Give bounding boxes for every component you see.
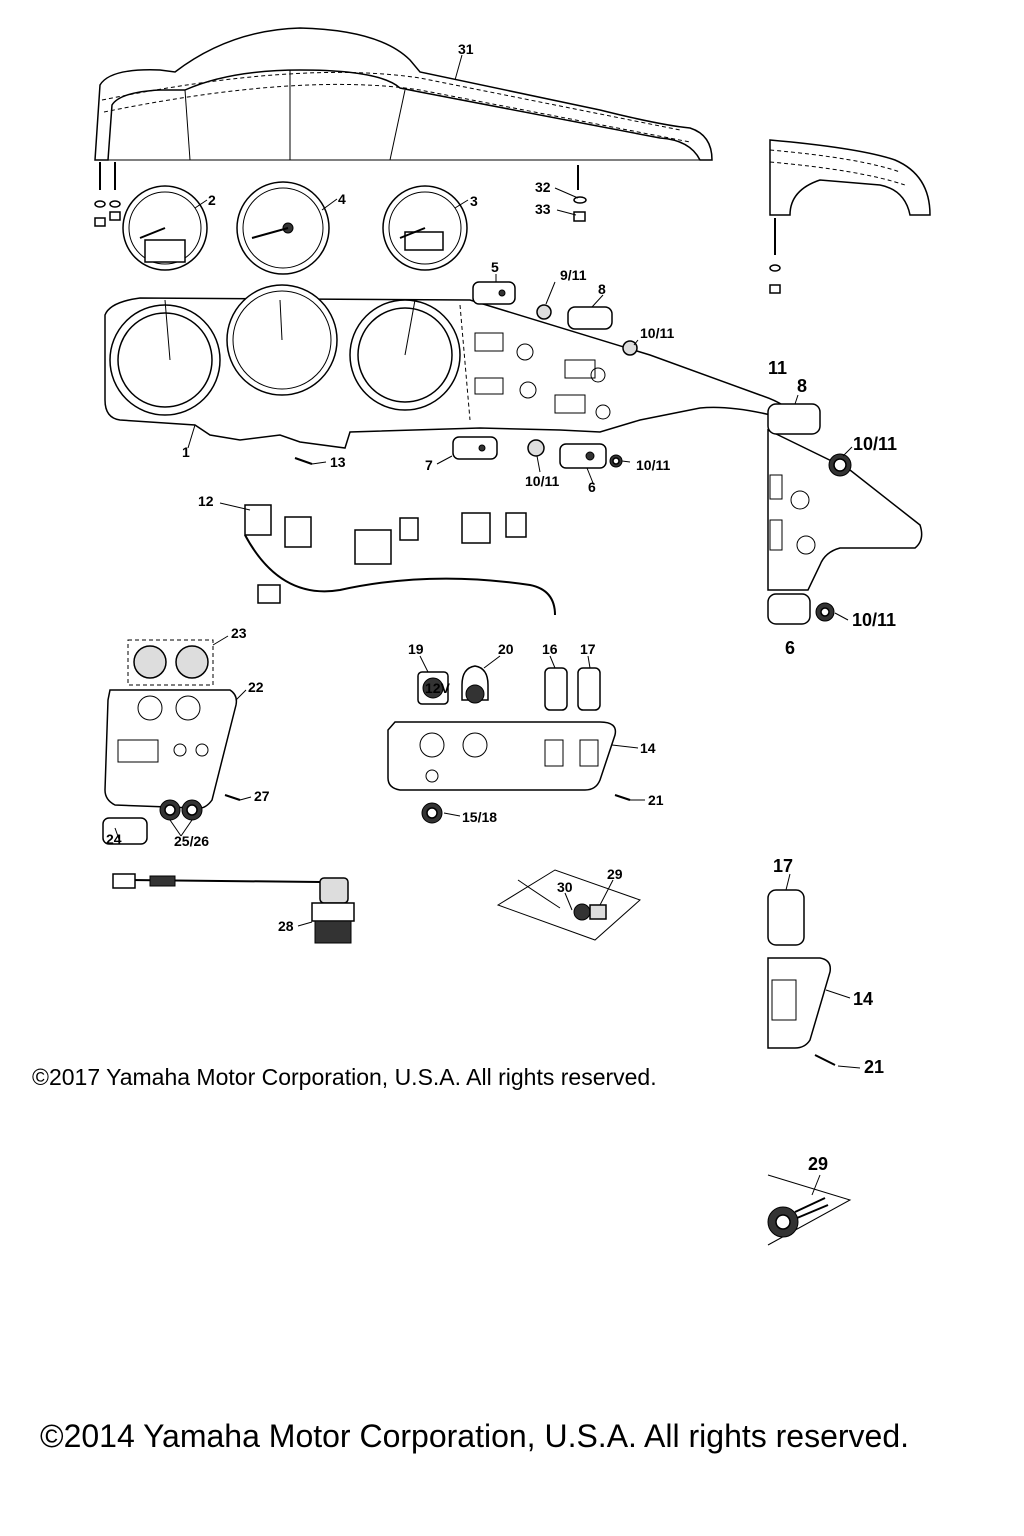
callout-21: 21 <box>648 792 664 808</box>
inset-callout-10-11-a: 10/11 <box>853 434 897 454</box>
callout-27: 27 <box>254 788 270 804</box>
callout-labels: 31 2 4 3 32 33 5 9/11 8 10/11 1 13 7 10/… <box>106 41 897 1174</box>
inset-accessory-detail <box>767 889 836 1066</box>
callout-20: 20 <box>498 641 514 657</box>
part-10-11-plug-b <box>527 439 545 457</box>
callout-7: 7 <box>425 457 433 473</box>
callout-17: 17 <box>580 641 596 657</box>
callout-31: 31 <box>458 41 474 57</box>
inset-panel-detail <box>767 403 923 625</box>
part-9-11-plug <box>536 304 552 320</box>
inset-callout-17: 17 <box>773 856 793 876</box>
callout-13: 13 <box>330 454 346 470</box>
part-15-18-plug <box>421 802 443 824</box>
callout-2: 2 <box>208 192 216 208</box>
callout-9-11: 9/11 <box>560 267 587 283</box>
callout-22: 22 <box>248 679 264 695</box>
part-20-usb-socket <box>461 665 489 704</box>
callout-1: 1 <box>182 444 190 460</box>
callout-30: 30 <box>557 879 573 895</box>
callout-33: 33 <box>535 201 551 217</box>
callout-14: 14 <box>640 740 656 756</box>
callout-10-11-a: 10/11 <box>640 325 674 341</box>
callout-4: 4 <box>338 191 346 207</box>
callout-32: 32 <box>535 179 551 195</box>
leader-lines <box>114 54 861 1196</box>
hardware-washers-nuts <box>94 196 587 227</box>
part-22-switch-panel <box>104 689 238 810</box>
inset-cover-detail <box>769 139 931 294</box>
part-27-screw <box>224 794 241 801</box>
part-14-accessory-panel <box>387 721 617 791</box>
callout-5: 5 <box>491 259 499 275</box>
part-29-30-key-switch-kit <box>496 869 641 941</box>
inset-callout-14: 14 <box>853 989 873 1009</box>
callout-8: 8 <box>598 281 606 297</box>
part-16-rocker-switch <box>544 667 568 711</box>
part-3-multifunction-gauge <box>382 185 468 271</box>
inset-callout-29: 29 <box>808 1154 828 1174</box>
callout-10-11-c: 10/11 <box>636 457 670 473</box>
part-8-switch <box>567 306 613 330</box>
part-25-26-plugs <box>159 799 203 821</box>
copyright-2014: ©2014 Yamaha Motor Corporation, U.S.A. A… <box>40 1418 910 1454</box>
callout-23: 23 <box>231 625 247 641</box>
inset-callout-10-11-b: 10/11 <box>852 610 896 630</box>
callout-19: 19 <box>408 641 424 657</box>
part-21-screw <box>614 794 631 801</box>
inset-callout-21: 21 <box>864 1057 884 1077</box>
part-17-rocker-switch <box>577 667 601 711</box>
part-13-screw <box>294 457 313 465</box>
part-2-tachometer <box>122 185 208 271</box>
part-19-12v-socket: 12V <box>417 671 451 705</box>
part-31-dash-cover <box>94 27 713 190</box>
callout-16: 16 <box>542 641 558 657</box>
copyright-2017: ©2017 Yamaha Motor Corporation, U.S.A. A… <box>32 1064 657 1090</box>
part-10-11-plug-c <box>609 454 623 468</box>
part-7-switch <box>452 436 498 460</box>
inset-callout-11: 11 <box>768 358 787 378</box>
inset-callout-8: 8 <box>797 376 807 396</box>
callout-28: 28 <box>278 918 294 934</box>
callout-6: 6 <box>588 479 596 495</box>
part-10-11-plug-a <box>622 340 638 356</box>
part-4-speedometer <box>236 181 330 275</box>
part-23-gauges-dashed-group <box>127 639 214 686</box>
callout-3: 3 <box>470 193 478 209</box>
part-6-switch <box>559 443 607 469</box>
inset-key-switch-detail <box>767 1174 852 1246</box>
part-5-switch <box>472 281 516 305</box>
socket-12v-mark: 12V <box>425 680 451 696</box>
callout-29: 29 <box>607 866 623 882</box>
callout-24: 24 <box>106 831 122 847</box>
inset-callout-6: 6 <box>785 638 795 658</box>
callout-10-11-b: 10/11 <box>525 473 559 489</box>
part-12-wiring-harness <box>244 504 556 616</box>
part-24-rocker-switch <box>102 817 148 845</box>
callout-25-26: 25/26 <box>174 833 209 849</box>
callout-15-18: 15/18 <box>462 809 497 825</box>
part-28-sensor-cable <box>112 873 355 944</box>
callout-12: 12 <box>198 493 214 509</box>
part-1-instrument-panel <box>104 284 791 449</box>
